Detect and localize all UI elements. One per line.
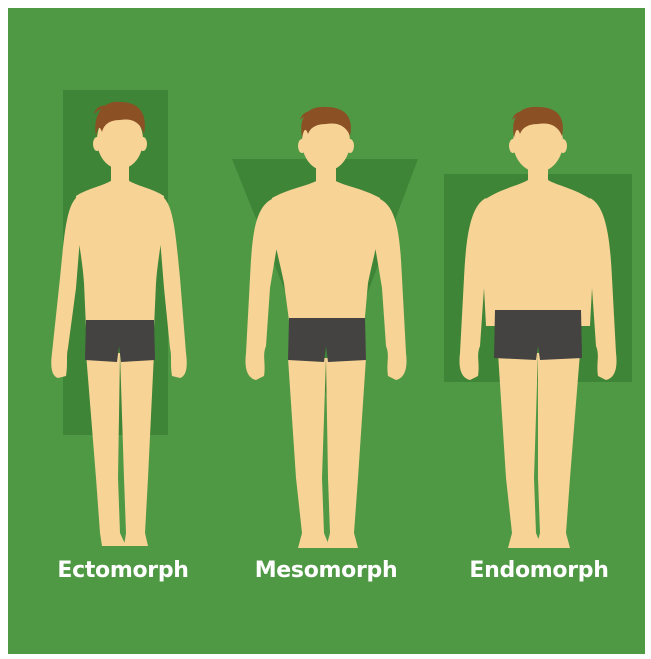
endomorph-torso [481, 180, 594, 326]
ectomorph-torso [76, 180, 165, 328]
mesomorph-left-ear [298, 139, 306, 153]
endomorph-right-ear [559, 139, 567, 153]
mesomorph-right-ear [346, 139, 354, 153]
endomorph-left-ear [509, 139, 517, 153]
endomorph-label: Endomorph [439, 558, 639, 583]
body-types-illustration: Ectomorph Mesomorph Endomorph [8, 8, 645, 654]
mesomorph-label: Mesomorph [226, 558, 426, 583]
ectomorph-right-ear [139, 137, 147, 151]
ectomorph-left-ear [93, 137, 101, 151]
ectomorph-label: Ectomorph [23, 558, 223, 583]
mesomorph-torso [271, 180, 381, 328]
